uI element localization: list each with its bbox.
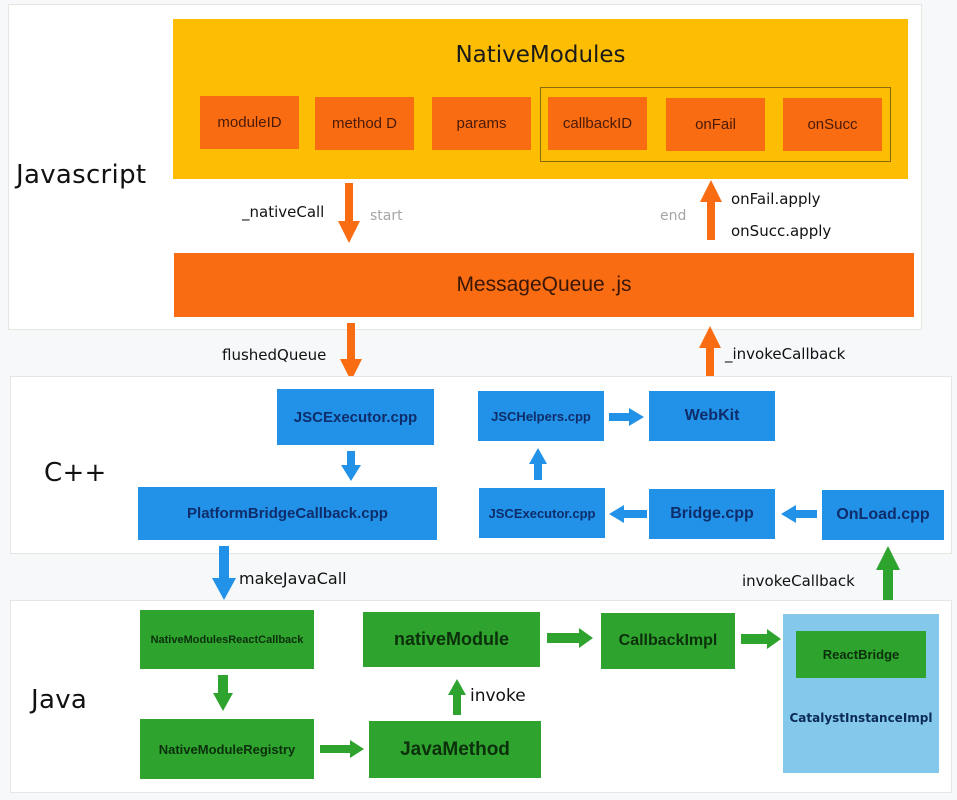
native-call-label: _nativeCall (242, 203, 325, 221)
field-params: params (432, 97, 531, 150)
message-queue-block: MessageQueue .js (174, 253, 914, 317)
invoke-callback-js-arrow (699, 326, 721, 384)
platform-bridge-callback-node: PlatformBridgeCallback.cpp (138, 487, 437, 540)
make-java-call-arrow (212, 546, 236, 600)
invoke-callback-java-arrow (876, 546, 900, 604)
invoke-arrow (448, 679, 466, 715)
flushed-queue-label: flushedQueue (222, 346, 327, 364)
native-modules-react-callback-node: NativeModulesReactCallback (140, 610, 314, 669)
registry-to-java-method-arrow (320, 740, 364, 758)
jsc-executor-top-node: JSCExecutor.cpp (277, 389, 434, 445)
cpp-down-arrow (341, 451, 361, 481)
callback-impl-node: CallbackImpl (601, 613, 735, 669)
field-module-id: moduleID (200, 96, 299, 149)
native-module-to-callback-impl-arrow (547, 628, 593, 648)
react-bridge-node: ReactBridge (796, 631, 926, 678)
callback-to-registry-arrow (213, 675, 233, 711)
native-module-node: nativeModule (363, 612, 540, 667)
callback-fields-group (540, 87, 891, 162)
field-on-fail: onFail (666, 98, 765, 151)
callback-impl-to-catalyst-arrow (741, 629, 781, 649)
invoke-callback-java-label: invokeCallback (742, 572, 855, 590)
catalyst-instance-impl-label: CatalystInstanceImpl (789, 711, 933, 725)
invoke-callback-js-label: _invokeCallback (725, 345, 846, 363)
webkit-node: WebKit (649, 391, 775, 441)
on-fail-apply-label: onFail.apply (731, 190, 821, 208)
field-callback-id: callbackID (548, 97, 647, 150)
make-java-call-label: makeJavaCall (239, 569, 347, 588)
java-method-node: JavaMethod (369, 721, 541, 778)
onload-to-bridge-arrow (781, 505, 817, 523)
field-method-id: method D (315, 97, 414, 150)
jsc-helpers-node: JSCHelpers.cpp (478, 391, 604, 441)
javascript-layer-label: Javascript (16, 160, 147, 190)
end-label: end (660, 208, 687, 224)
native-modules-title: NativeModules (455, 42, 626, 68)
start-label: start (370, 208, 403, 224)
java-layer-label: Java (31, 685, 88, 715)
field-on-succ: onSucc (783, 98, 882, 151)
executor-to-helpers-arrow (529, 448, 547, 480)
native-call-arrow (338, 183, 360, 243)
flushed-queue-arrow (340, 323, 362, 381)
jsc-executor-bottom-node: JSCExecutor.cpp (479, 488, 605, 538)
cpp-layer-label: C++ (44, 458, 107, 488)
callback-apply-arrow (700, 180, 722, 240)
native-module-registry-node: NativeModuleRegistry (140, 719, 314, 779)
onload-node: OnLoad.cpp (822, 490, 944, 540)
helpers-to-webkit-arrow (609, 408, 644, 426)
invoke-label: invoke (470, 686, 526, 706)
bridge-to-executor-arrow (609, 505, 647, 523)
on-succ-apply-label: onSucc.apply (731, 222, 832, 240)
bridge-node: Bridge.cpp (649, 489, 775, 539)
